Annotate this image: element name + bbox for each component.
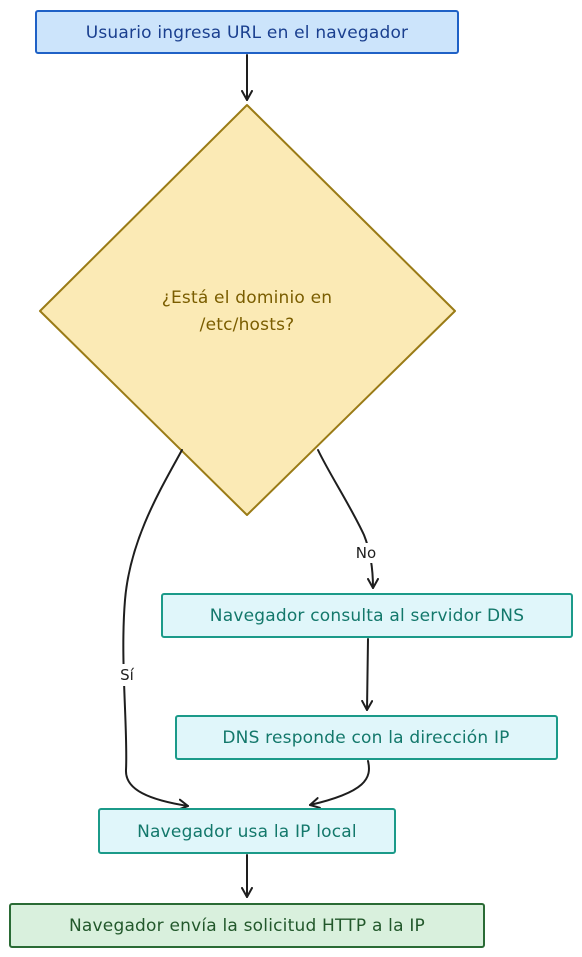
edge-no-label-bg (352, 543, 380, 563)
decision-node-label-line2: /etc/hosts? (200, 315, 295, 335)
dns-query-node-box (161, 593, 573, 638)
dns-query-node-label: Navegador consulta al servidor DNS (210, 606, 524, 626)
edge-yes-label: Sí (120, 666, 135, 684)
decision-node: ¿Está el dominio en /etc/hosts? (39, 104, 456, 516)
edge-dns-query-to-response (361, 638, 374, 711)
edge-no-label: No (356, 544, 376, 562)
decision-node-diamond (39, 104, 456, 516)
use-ip-node: Navegador usa la IP local (98, 808, 396, 854)
start-node: Usuario ingresa URL en el navegador (35, 10, 459, 54)
dns-query-node: Navegador consulta al servidor DNS (161, 593, 573, 638)
use-ip-node-label: Navegador usa la IP local (137, 822, 357, 842)
dns-response-node-label: DNS responde con la dirección IP (222, 728, 509, 748)
edge-yes-label-bg (114, 664, 140, 686)
edge-no-to-dns-query (317, 449, 379, 589)
start-node-label: Usuario ingresa URL en el navegador (86, 23, 409, 43)
dns-response-node-box (175, 715, 558, 760)
start-node-box (35, 10, 459, 54)
send-http-node-box (9, 903, 485, 948)
edge-dns-response-to-use-ip (309, 760, 370, 809)
send-http-node: Navegador envía la solicitud HTTP a la I… (9, 903, 485, 948)
use-ip-node-box (98, 808, 396, 854)
send-http-node-label: Navegador envía la solicitud HTTP a la I… (69, 916, 425, 936)
decision-node-label-line1: ¿Está el dominio en (162, 288, 333, 308)
dns-response-node: DNS responde con la dirección IP (175, 715, 558, 760)
